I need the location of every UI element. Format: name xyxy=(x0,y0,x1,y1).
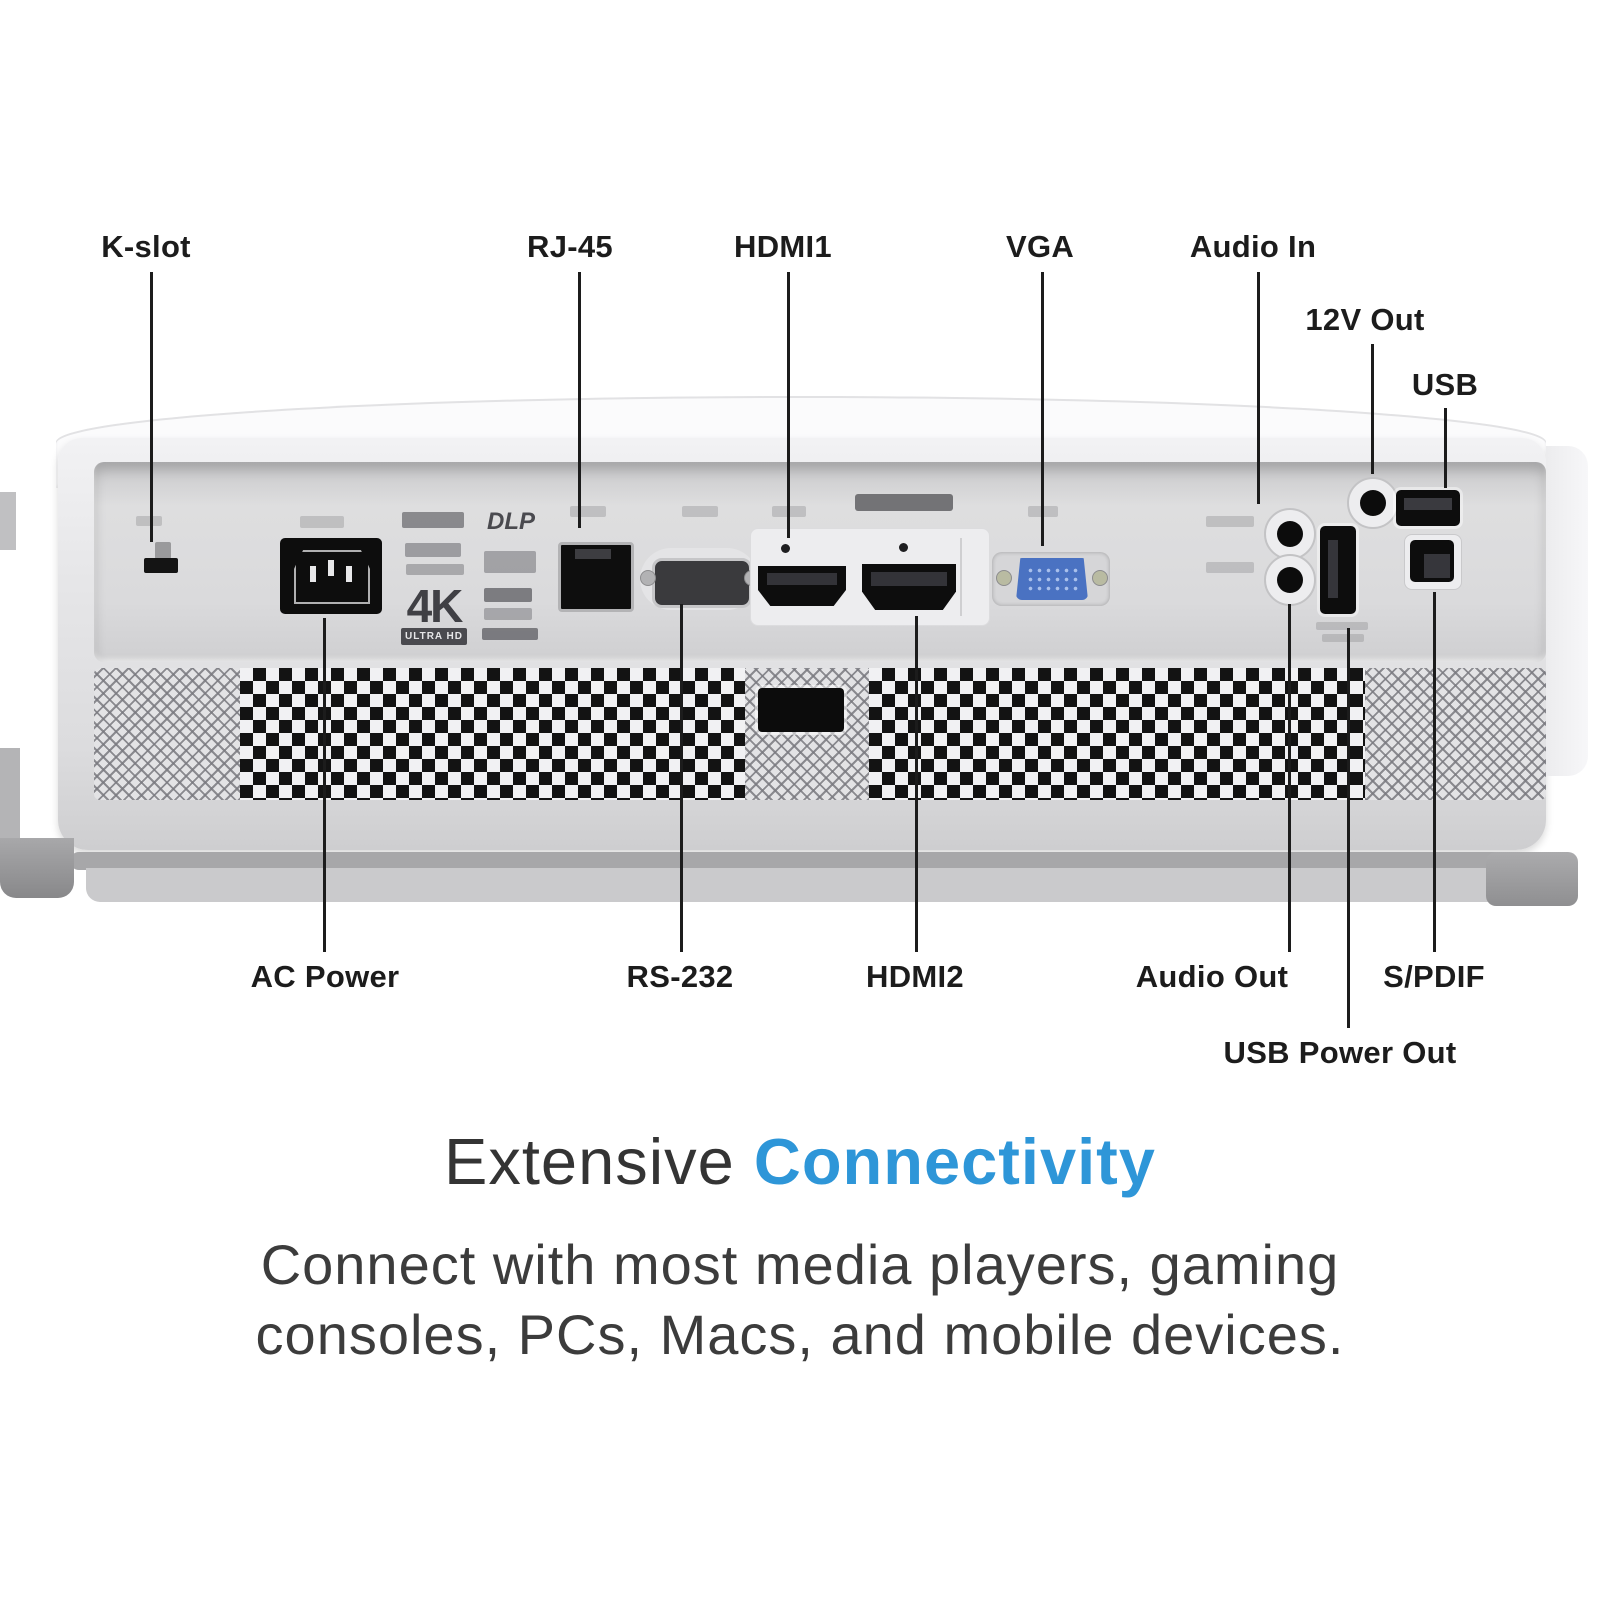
callout-label-audio-out: Audio Out xyxy=(1135,959,1289,994)
callout-line-kslot xyxy=(150,272,153,542)
rj45-contacts xyxy=(575,549,611,559)
audio-in-jack xyxy=(1264,508,1316,560)
callout-label-usb: USB xyxy=(1411,367,1479,402)
ac-pin xyxy=(346,566,352,582)
hdmi2-screw-hole xyxy=(899,543,908,552)
body-text-line1: Connect with most media players, gaming xyxy=(260,1233,1340,1296)
badge-logo-bar xyxy=(402,512,464,528)
spdif-halo xyxy=(1404,534,1462,590)
usb-power-out-port xyxy=(1320,526,1356,614)
callout-label-rj45: RJ-45 xyxy=(527,229,613,264)
ac-power-inlet xyxy=(280,538,382,614)
vga-pins xyxy=(1026,566,1078,592)
vent-mesh-right xyxy=(1365,668,1546,800)
silkscreen-smudge xyxy=(136,516,162,526)
callout-label-hdmi2: HDMI2 xyxy=(866,959,964,994)
audio-out-hole xyxy=(1277,567,1303,593)
callout-line-audio-in xyxy=(1257,272,1260,504)
vga-screw xyxy=(1092,570,1108,586)
badge-logo-bar xyxy=(484,608,532,620)
rs232-serial-port xyxy=(652,558,752,608)
plate-divider xyxy=(960,538,962,616)
silkscreen-smudge xyxy=(1206,562,1254,573)
callout-line-hdmi1 xyxy=(787,272,790,538)
heading-accent: Connectivity xyxy=(753,1125,1156,1198)
badge-dlp-logo: DLP xyxy=(487,508,535,535)
right-foot xyxy=(1486,852,1578,906)
hdmi1-screw-hole xyxy=(781,544,790,553)
callout-line-spdif xyxy=(1433,592,1436,952)
kensington-lock-stub xyxy=(155,542,171,559)
silkscreen-smudge xyxy=(300,516,344,528)
callout-label-ac-power: AC Power xyxy=(250,959,400,994)
badge-4k: 4K xyxy=(406,580,464,632)
recessed-handle xyxy=(758,688,844,732)
heading-prefix: Extensive xyxy=(444,1125,754,1198)
panel-label-plate xyxy=(855,494,953,511)
silkscreen-smudge xyxy=(1322,634,1364,642)
callout-label-kslot: K-slot xyxy=(101,229,191,264)
usb-port xyxy=(1396,490,1460,526)
spdif-optical-port xyxy=(1410,540,1454,582)
ac-pin xyxy=(328,560,334,576)
callout-label-vga: VGA xyxy=(1005,229,1075,264)
hdmi2-tongue xyxy=(871,572,947,587)
callout-line-hdmi2 xyxy=(915,616,918,952)
badge-logo-bar xyxy=(484,588,532,602)
silkscreen-smudge xyxy=(570,506,606,517)
hdmi2-port xyxy=(862,564,956,610)
silkscreen-smudge xyxy=(682,506,718,517)
12v-out-hole xyxy=(1360,490,1386,516)
callout-label-audio-in: Audio In xyxy=(1189,229,1317,264)
left-edge-tab xyxy=(0,492,16,550)
spdif-window xyxy=(1424,554,1450,578)
hdmi1-port xyxy=(758,566,846,606)
callout-label-usb-power-out: USB Power Out xyxy=(1223,1035,1457,1070)
badge-logo-bar xyxy=(482,628,538,640)
callout-line-rj45 xyxy=(578,272,581,528)
silkscreen-smudge xyxy=(1316,622,1368,630)
vent-checker-right xyxy=(869,668,1365,800)
hdmi1-tongue xyxy=(766,573,838,586)
callout-label-spdif: S/PDIF xyxy=(1383,959,1485,994)
audio-in-hole xyxy=(1277,521,1303,547)
vga-connector-blue xyxy=(1016,558,1088,600)
vga-screw xyxy=(996,570,1012,586)
chassis-bottom-seam xyxy=(70,852,1534,870)
vent-checker-left xyxy=(240,668,745,800)
usb-power-tongue xyxy=(1328,540,1338,598)
ac-inlet-outline xyxy=(294,550,370,604)
kensington-lock-slot xyxy=(144,558,178,573)
callout-line-usb xyxy=(1444,408,1447,488)
projector-right-shell xyxy=(1546,446,1588,776)
callout-line-usb-power-out xyxy=(1347,628,1350,1028)
section-heading: Extensive Connectivity xyxy=(0,1124,1600,1199)
ac-pin xyxy=(310,566,316,582)
rj45-lan-port xyxy=(558,542,634,612)
callout-line-12v-out xyxy=(1371,344,1374,474)
callout-line-audio-out xyxy=(1288,604,1291,952)
left-edge-tab-lower xyxy=(0,748,20,840)
callout-label-rs232: RS-232 xyxy=(626,959,734,994)
callout-label-hdmi1: HDMI1 xyxy=(734,229,832,264)
audio-out-jack xyxy=(1264,554,1316,606)
usb-tongue xyxy=(1404,498,1452,510)
callout-line-rs232 xyxy=(680,604,683,952)
left-foot xyxy=(0,838,74,898)
body-text-line2: consoles, PCs, Macs, and mobile devices. xyxy=(255,1303,1345,1366)
badge-logo-bar xyxy=(406,564,464,575)
vga-port xyxy=(992,552,1110,606)
badge-4k-ultrahd: ULTRA HD xyxy=(401,628,467,645)
silkscreen-smudge xyxy=(1206,516,1254,527)
12v-out-jack xyxy=(1347,477,1399,529)
rs232-screw xyxy=(640,570,656,586)
vent-grille xyxy=(94,668,1546,800)
badge-emblem xyxy=(484,551,536,573)
badge-logo-bar xyxy=(405,543,461,557)
callout-line-vga xyxy=(1041,272,1044,546)
vent-mesh-left xyxy=(94,668,240,800)
chassis-base xyxy=(86,868,1516,902)
callout-label-12v-out: 12V Out xyxy=(1305,302,1425,337)
callout-line-ac-power xyxy=(323,618,326,952)
